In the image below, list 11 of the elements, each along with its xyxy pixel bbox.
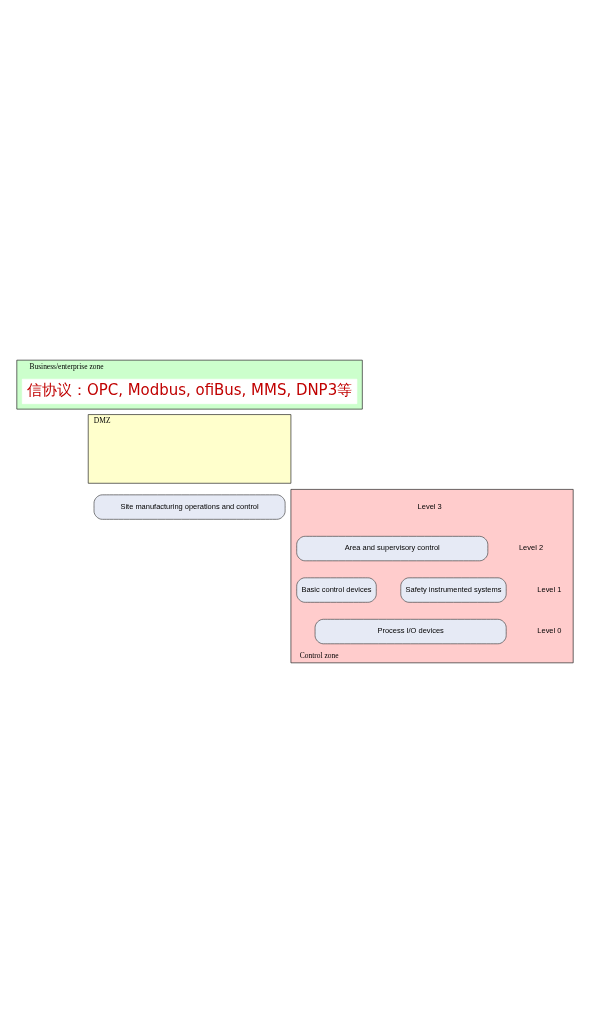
node-box: Area and supervisory control (296, 536, 489, 562)
node-box: DMZ (87, 414, 292, 484)
node-box: Basic control devices (296, 577, 377, 603)
label: Level 0 (537, 626, 562, 636)
label: Level 2 (518, 543, 544, 553)
label: Level 3 (417, 501, 442, 511)
node-box: Safety instrumented systems (400, 577, 507, 603)
node-box: Site manufacturing operations and control (93, 494, 286, 520)
node-box: Process I/O devices (314, 618, 507, 645)
label: 信协议：OPC, Modbus, ofiBus, MMS, DNP3等 (26, 381, 353, 400)
label: Level 1 (537, 584, 562, 594)
